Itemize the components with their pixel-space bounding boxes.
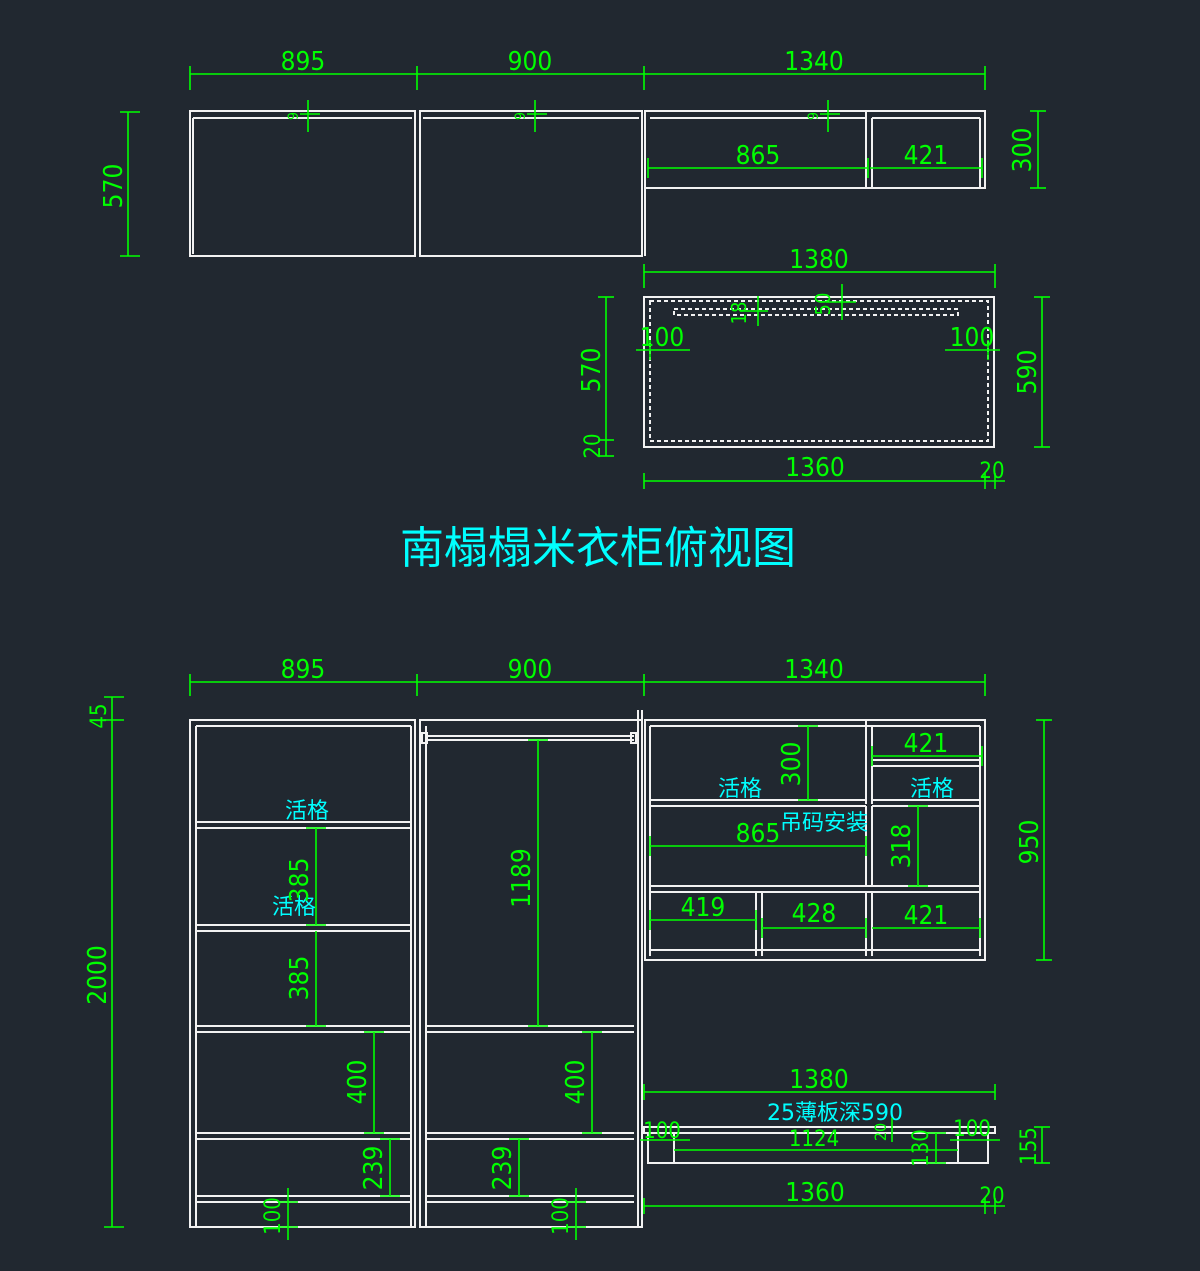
- bed-board-note: 25薄板深590: [767, 1101, 903, 1126]
- top-depth-570: 570: [99, 164, 129, 209]
- ru-label-huoge-left: 活格: [718, 777, 762, 802]
- ru-w419: 419: [681, 893, 726, 923]
- left-label-huoge-a: 活格: [285, 799, 329, 824]
- front-width-900: 900: [508, 655, 553, 685]
- page-title: 南榻榻米衣柜俯视图: [400, 523, 796, 574]
- ru-w865: 865: [736, 819, 781, 849]
- top-cell-865: 865: [736, 141, 781, 171]
- top-thk-9c: 9: [806, 112, 822, 120]
- front-view: 895 900 1340 2000 45 活格 活格 385 385: [83, 655, 1052, 1240]
- ru-h300: 300: [777, 742, 807, 787]
- bed-front-h155: 155: [1017, 1127, 1042, 1165]
- bed-front-gap-20: 20: [979, 1184, 1004, 1209]
- bed-rail-50: 50: [811, 293, 835, 316]
- ru-height-950: 950: [1015, 820, 1045, 865]
- left-h100: 100: [261, 1197, 286, 1235]
- bed-plan: 1380 18 50 100 100 570 20 590: [577, 245, 1050, 489]
- front-width-895: 895: [281, 655, 326, 685]
- left-label-huoge-b: 活格: [272, 895, 316, 920]
- mid-h239: 239: [488, 1146, 518, 1191]
- top-width-900: 900: [508, 47, 553, 77]
- bed-bottom-width-1360: 1360: [785, 453, 845, 483]
- ru-hinge-label: 吊码安装: [780, 811, 868, 836]
- bed-gap-left-20: 20: [581, 433, 606, 458]
- front-height-2000: 2000: [83, 945, 113, 1005]
- bed-inset-right-100: 100: [950, 323, 995, 353]
- bed-depth-right-590: 590: [1013, 350, 1043, 395]
- bed-inset-left-100: 100: [640, 323, 685, 353]
- bed-top-width-1380: 1380: [789, 245, 849, 275]
- top-width-895: 895: [281, 47, 326, 77]
- mid-hang-1189: 1189: [507, 848, 537, 908]
- bed-depth-left-570: 570: [577, 348, 607, 393]
- mid-h400: 400: [561, 1060, 591, 1105]
- ru-h318: 318: [887, 824, 917, 869]
- bed-front-width-1360: 1360: [785, 1178, 845, 1208]
- top-thk-9b: 9: [513, 112, 529, 120]
- bed-front-inner-1124: 1124: [789, 1127, 839, 1152]
- ru-label-huoge-right: 活格: [910, 777, 954, 802]
- bed-rail-18: 18: [727, 302, 751, 325]
- bed-front-sep-20: 20: [871, 1123, 890, 1141]
- ru-w421-bottom: 421: [904, 901, 949, 931]
- top-cell-421: 421: [904, 141, 949, 171]
- front-width-1340: 1340: [784, 655, 844, 685]
- top-view: 895 900 1340 570 9 9 9 865: [99, 47, 1046, 257]
- top-width-1340: 1340: [784, 47, 844, 77]
- left-h239: 239: [359, 1146, 389, 1191]
- left-h385a: 385: [285, 858, 315, 903]
- top-thk-9a: 9: [286, 112, 302, 120]
- ru-w421-top: 421: [904, 729, 949, 759]
- bed-front-inset-left: 100: [643, 1119, 681, 1144]
- left-h385b: 385: [285, 956, 315, 1001]
- bed-bottom-gap-20: 20: [979, 459, 1004, 484]
- bed-front-inset-right: 100: [953, 1117, 991, 1142]
- bed-front-h130: 130: [909, 1129, 934, 1167]
- mid-h100: 100: [549, 1197, 574, 1235]
- bed-front-width-1380: 1380: [789, 1065, 849, 1095]
- left-h400: 400: [343, 1060, 373, 1105]
- front-top-gap-45: 45: [87, 703, 112, 728]
- top-shelf-300: 300: [1008, 128, 1038, 173]
- ru-w428: 428: [792, 899, 837, 929]
